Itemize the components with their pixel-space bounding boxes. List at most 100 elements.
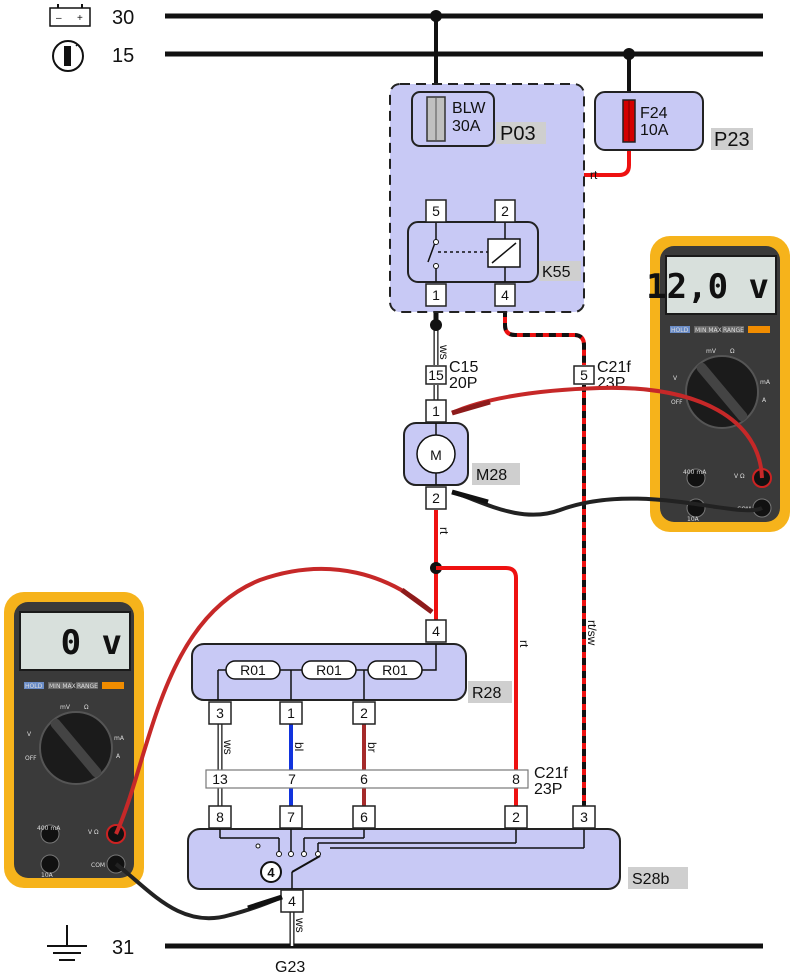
switch-pin-2: 2 bbox=[512, 809, 520, 825]
switch-label: S28b bbox=[632, 871, 669, 888]
connector-c21f-bottom: 13 7 6 8 C21f 23P bbox=[205, 765, 568, 798]
wire-label-ws-4: ws bbox=[293, 917, 307, 933]
c21f-bottom-name: C21f bbox=[534, 765, 568, 782]
meter-right-a: A bbox=[762, 397, 767, 404]
fuse-f24: F24 10A P23 bbox=[594, 91, 753, 151]
resistor-3: R01 bbox=[382, 662, 408, 678]
rail-15: 15 bbox=[52, 40, 763, 72]
wire-label-rt-1: rt bbox=[590, 168, 598, 182]
c21f-bottom-pin-7: 7 bbox=[288, 771, 296, 787]
c15-pin: 15 bbox=[428, 367, 444, 383]
motor-m28: 1 M 2 M28 bbox=[403, 399, 520, 510]
fuse-holder-label: P23 bbox=[714, 129, 750, 151]
wire-label-ws-2: ws bbox=[437, 344, 451, 360]
wire-label-rt-2: rt bbox=[437, 527, 451, 535]
meter-left-jack-com: COM bbox=[91, 862, 105, 869]
motor-icon: M bbox=[416, 423, 456, 485]
relay-coil-icon bbox=[487, 238, 521, 268]
c21f-top-pin: 5 bbox=[580, 367, 588, 383]
switch-pin-8: 8 bbox=[216, 809, 224, 825]
meter-right-ma: mA bbox=[760, 379, 771, 386]
fuse-blw: BLW 30A bbox=[411, 91, 495, 147]
switch-pin-4: 4 bbox=[288, 893, 296, 909]
wire-label-bl: bl bbox=[292, 742, 306, 751]
rail-31-label: 31 bbox=[112, 937, 134, 959]
c21f-bottom-size: 23P bbox=[534, 781, 562, 798]
switch-s28b: 4 S28b 8 7 6 2 3 4 bbox=[187, 805, 688, 913]
rail-30-label: 30 bbox=[112, 7, 134, 29]
motor-symbol: M bbox=[430, 447, 442, 463]
relay-pin-2: 2 bbox=[501, 203, 509, 219]
multimeter-left: 0 v HOLD MIN MAX RANGE mV Ω V mA A OFF 4… bbox=[4, 592, 144, 888]
ground-point-label: G23 bbox=[275, 959, 305, 976]
connector-c15: 15 C15 20P bbox=[425, 359, 478, 392]
relay-box: BLW 30A P03 K55 5 2 1 bbox=[389, 83, 585, 313]
meter-right-jack-10a: 10A bbox=[687, 516, 700, 523]
switch-pin-7: 7 bbox=[287, 809, 295, 825]
meter-left-jack-10a: 10A bbox=[41, 872, 54, 879]
meter-right-hold: HOLD bbox=[671, 327, 689, 334]
meter-left-display: 0 v bbox=[61, 623, 122, 663]
meter-left-jack-v: V Ω bbox=[88, 829, 99, 836]
meter-right-display: 12,0 v bbox=[646, 267, 769, 307]
meter-left-jack-400ma: 400 mA bbox=[37, 825, 61, 832]
meter-right-range: RANGE bbox=[723, 327, 744, 334]
rail-31: 31 G23 bbox=[47, 925, 763, 976]
c21f-top-name: C21f bbox=[597, 359, 631, 376]
c21f-bottom-pin-13: 13 bbox=[212, 771, 228, 787]
meter-left-off: OFF bbox=[25, 755, 37, 762]
relay-k55 bbox=[407, 221, 539, 283]
multimeter-right: 12,0 v HOLD MIN MAX RANGE mV Ω V mA A OF… bbox=[646, 236, 790, 532]
rail-15-label: 15 bbox=[112, 45, 134, 67]
r28-pin-3: 3 bbox=[216, 705, 224, 721]
meter-left-hold: HOLD bbox=[25, 683, 43, 690]
meter-right-mv: mV bbox=[706, 348, 717, 355]
resistor-pack-r28: 4 R01 R01 R01 R28 3 1 2 bbox=[191, 619, 512, 725]
wire-label-rt-3: rt bbox=[517, 640, 531, 648]
meter-right-v: V bbox=[673, 375, 678, 382]
switch-pin-6: 6 bbox=[360, 809, 368, 825]
wire-label-ws-3: ws bbox=[221, 739, 235, 755]
fuse-blw-rating: 30A bbox=[452, 118, 481, 135]
svg-text:+: + bbox=[77, 13, 83, 24]
r28-pin-2: 2 bbox=[360, 705, 368, 721]
meter-left-v: V bbox=[27, 731, 32, 738]
meter-left-ohm: Ω bbox=[84, 704, 89, 711]
fuse-f24-rating: 10A bbox=[640, 122, 669, 139]
meter-left-a: A bbox=[116, 753, 121, 760]
meter-right-jack-400ma: 400 mA bbox=[683, 469, 707, 476]
meter-right-minmax: MIN MAX bbox=[695, 327, 722, 334]
relay-pin-5: 5 bbox=[432, 203, 440, 219]
test-leads bbox=[114, 385, 764, 921]
meter-left-mv: mV bbox=[60, 704, 71, 711]
relay-pin-4: 4 bbox=[501, 287, 509, 303]
wires bbox=[217, 10, 635, 946]
fuse-blw-name: BLW bbox=[452, 100, 486, 117]
resistor-pack-label: R28 bbox=[472, 685, 501, 702]
relay-box-label: P03 bbox=[500, 123, 536, 145]
c21f-bottom-pin-6: 6 bbox=[360, 771, 368, 787]
switch-pin-3: 3 bbox=[580, 809, 588, 825]
meter-right-off: OFF bbox=[671, 399, 683, 406]
resistor-2: R01 bbox=[316, 662, 342, 678]
battery-icon: – + bbox=[49, 4, 91, 27]
ground-icon bbox=[47, 925, 87, 961]
switch-position: 4 bbox=[267, 865, 275, 880]
meter-left-range: RANGE bbox=[77, 683, 98, 690]
relay-label: K55 bbox=[542, 264, 571, 281]
motor-label: M28 bbox=[476, 467, 507, 484]
resistor-1: R01 bbox=[240, 662, 266, 678]
ignition-key-icon bbox=[52, 40, 84, 72]
wire-label-rt-sw: rt/sw bbox=[585, 620, 599, 646]
meter-right-jack-v: V Ω bbox=[734, 473, 745, 480]
meter-right-ohm: Ω bbox=[730, 348, 735, 355]
motor-pin-1: 1 bbox=[432, 403, 440, 419]
rail-30: – + 30 bbox=[49, 4, 763, 29]
relay-pin-1: 1 bbox=[432, 287, 440, 303]
r28-pin-4: 4 bbox=[432, 623, 440, 639]
r28-pin-1: 1 bbox=[287, 705, 295, 721]
wire-label-br: br bbox=[365, 742, 379, 753]
meter-left-minmax: MIN MAX bbox=[49, 683, 76, 690]
svg-text:–: – bbox=[56, 13, 62, 24]
